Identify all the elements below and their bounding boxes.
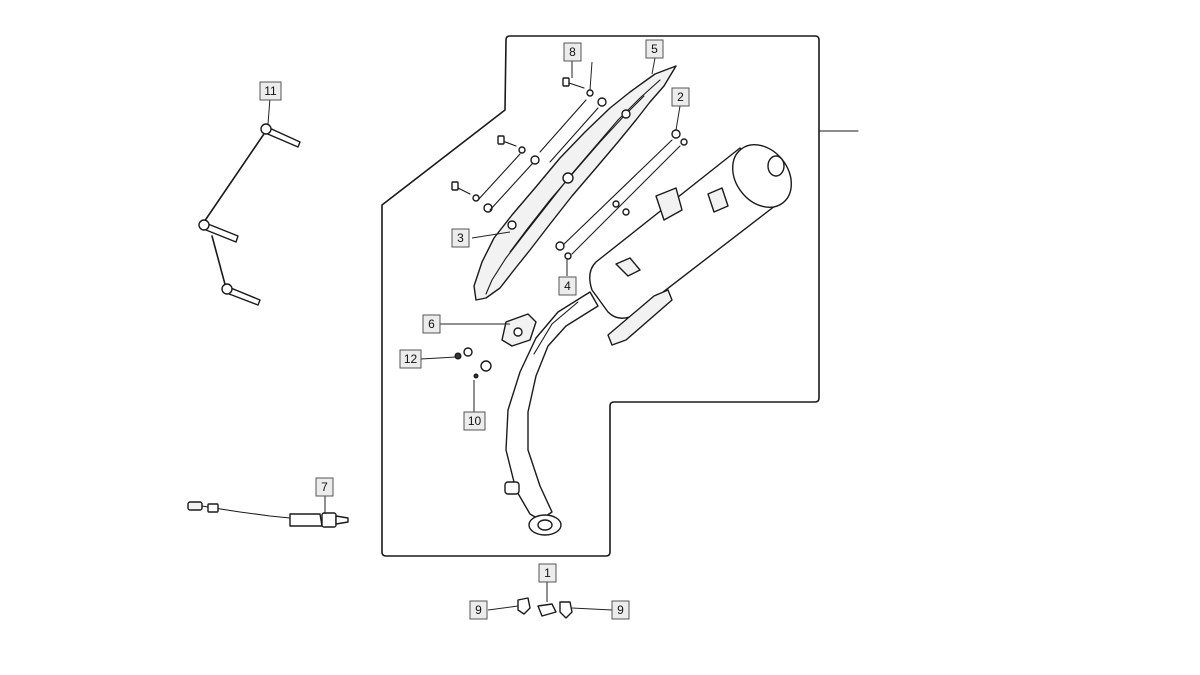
callout-label: 5 [651,42,658,56]
oxygen-sensor [187,501,349,528]
exhaust-pipe [504,291,599,536]
callout-c11: 11 [259,81,282,101]
callout-label: 3 [457,231,464,245]
callout-c9a: 9 [469,600,488,620]
support-rods [555,129,688,260]
callout-leaders [267,57,681,611]
bolt-and-nut [454,347,492,379]
callout-c2: 2 [671,87,690,107]
callout-c1: 1 [538,563,557,583]
callout-label: 9 [617,603,624,617]
callout-label: 1 [544,566,551,580]
callout-label: 10 [468,414,482,428]
callout-label: 12 [404,352,418,366]
callout-c10: 10 [463,411,486,431]
callout-label: 11 [264,84,277,98]
callout-c8: 8 [563,42,582,62]
callout-c7: 7 [315,477,334,497]
muffler [589,144,792,346]
mounting-studs [198,123,301,306]
callout-c9b: 9 [611,600,630,620]
callout-label: 9 [475,603,482,617]
callout-label: 4 [564,279,571,293]
callout-c3: 3 [451,228,470,248]
callout-label: 2 [677,90,684,104]
assembly-outline [381,35,859,557]
bracket [501,313,537,347]
callout-c4: 4 [558,276,577,296]
heat-shield [473,65,677,301]
shield-bolts [451,77,607,213]
callout-label: 6 [428,317,435,331]
callout-c5: 5 [645,39,664,59]
callout-c12: 12 [399,349,422,369]
callout-label: 8 [569,45,576,59]
callout-c6: 6 [422,314,441,334]
callout-label: 7 [321,480,328,494]
clips-and-grommet [517,597,573,619]
